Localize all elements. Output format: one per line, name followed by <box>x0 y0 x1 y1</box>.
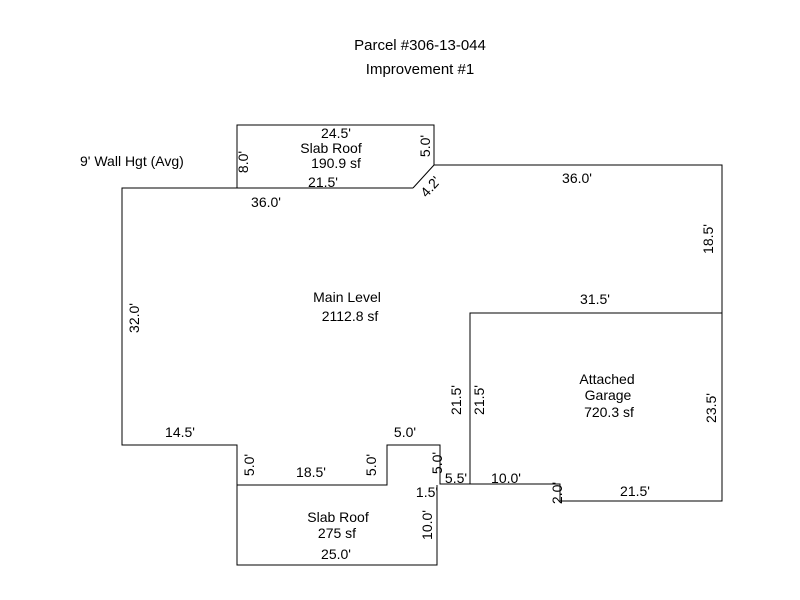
dim-slab-top-width: 24.5' <box>321 125 351 141</box>
garage-label-line1: Attached <box>579 371 634 387</box>
dim-bottom-1-5: 1.5' <box>416 484 438 500</box>
dim-garage-bottom-left: 10.0' <box>491 470 521 486</box>
dim-garage-left-inner: 21.5' <box>471 385 487 415</box>
wall-height-note: 9' Wall Hgt (Avg) <box>80 153 184 169</box>
slab-roof-top-area: 190.9 sf <box>311 155 361 171</box>
improvement-title: Improvement #1 <box>366 61 474 78</box>
slab-roof-bottom-outline <box>236 485 438 566</box>
dim-main-right-upper: 18.5' <box>700 224 716 254</box>
dim-bottom-5-5: 5.5' <box>445 470 467 486</box>
dim-garage-right: 23.5' <box>703 393 719 423</box>
slab-roof-bottom-area: 275 sf <box>318 525 356 541</box>
dim-step-top: 5.0' <box>394 424 416 440</box>
dim-main-top-left: 36.0' <box>251 194 281 210</box>
dim-garage-top: 31.5' <box>580 291 610 307</box>
dim-step-far-right: 5.0' <box>429 452 445 474</box>
dim-slab-bottom-width: 25.0' <box>321 546 351 562</box>
dim-garage-left-outer: 21.5' <box>448 385 464 415</box>
dim-garage-bottom-right: 21.5' <box>620 483 650 499</box>
dim-main-top-right: 36.0' <box>562 170 592 186</box>
dim-slab-top-bottom: 21.5' <box>308 174 338 190</box>
main-level-area: 2112.8 sf <box>322 308 379 324</box>
main-level-outline <box>121 164 723 502</box>
dim-diagonal: 4.2' <box>417 173 444 200</box>
dim-main-bottom-left: 14.5' <box>165 424 195 440</box>
dim-step-left: 5.0' <box>241 454 257 476</box>
slab-roof-top-label: Slab Roof <box>300 140 362 156</box>
parcel-title: Parcel #306-13-044 <box>354 37 486 54</box>
dim-garage-notch: 2.0' <box>549 482 565 504</box>
dim-main-left: 32.0' <box>126 303 142 333</box>
dim-slab-bottom-right: 10.0' <box>419 510 435 540</box>
slab-roof-bottom-label: Slab Roof <box>307 509 369 525</box>
dim-step-right: 5.0' <box>363 454 379 476</box>
diagonal-wall <box>412 164 435 189</box>
garage-outline <box>469 312 722 484</box>
main-level-label: Main Level <box>313 289 381 305</box>
dim-slab-top-left: 8.0' <box>235 151 251 173</box>
slab-roof-top-outline <box>236 124 435 188</box>
dim-step-middle: 18.5' <box>296 464 326 480</box>
garage-area: 720.3 sf <box>584 404 634 420</box>
garage-label-line2: Garage <box>585 387 632 403</box>
dim-slab-top-right: 5.0' <box>417 135 433 157</box>
